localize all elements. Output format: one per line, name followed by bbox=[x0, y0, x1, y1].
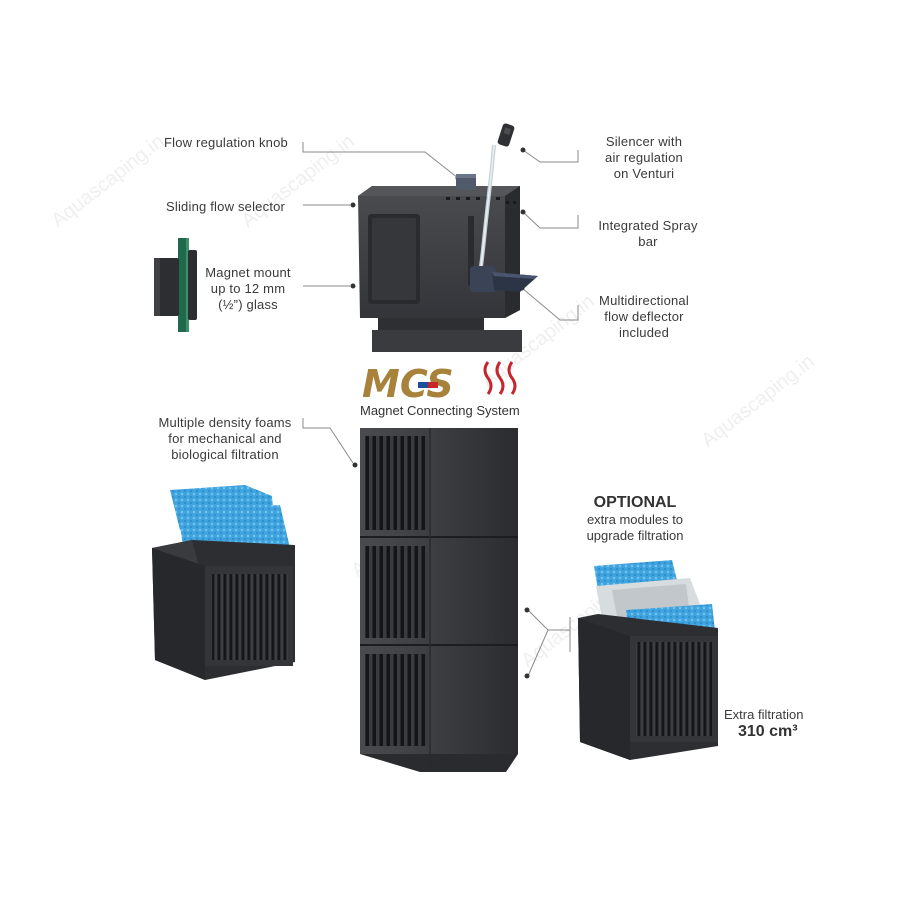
mcs-logo: MCS bbox=[362, 361, 517, 406]
magnet-mount-image bbox=[154, 238, 197, 332]
foam-module-image bbox=[152, 485, 295, 680]
extra-filtration-value: 310 cm³ bbox=[738, 723, 798, 740]
deflector-line-1: Multidirectional bbox=[599, 293, 689, 308]
leader-lines bbox=[302, 142, 579, 677]
filter-column bbox=[360, 428, 518, 772]
pump-head bbox=[358, 123, 538, 352]
deflector-line-2: flow deflector bbox=[604, 309, 684, 324]
silencer-label: Silencer with air regulation on Venturi bbox=[594, 134, 694, 182]
foams-line-1: Multiple density foams bbox=[158, 415, 292, 430]
optional-title: OPTIONAL bbox=[593, 494, 677, 511]
magnet-mount-label: Magnet mount up to 12 mm (½”) glass bbox=[203, 265, 293, 313]
optional-subtitle: extra modules to upgrade filtration bbox=[560, 512, 710, 544]
silencer-line-2: air regulation bbox=[605, 150, 683, 165]
spray-line-2: bar bbox=[638, 234, 658, 249]
optional-module-image bbox=[578, 560, 718, 760]
mcs-caption: Magnet Connecting System bbox=[360, 403, 520, 418]
flow-knob-label: Flow regulation knob bbox=[164, 135, 288, 150]
silencer-line-3: on Venturi bbox=[613, 166, 675, 181]
foams-line-2: for mechanical and bbox=[168, 431, 282, 446]
mcs-logo-text: MCS bbox=[362, 362, 454, 406]
spray-line-1: Integrated Spray bbox=[598, 218, 698, 233]
deflector-label: Multidirectional flow deflector included bbox=[588, 293, 700, 341]
magnet-line-1: Magnet mount bbox=[205, 265, 291, 280]
optional-subtitle-line-1: extra modules to bbox=[586, 512, 684, 527]
magnet-line-3: (½”) glass bbox=[218, 297, 278, 312]
optional-subtitle-line-2: upgrade filtration bbox=[586, 528, 684, 543]
foams-line-3: biological filtration bbox=[171, 447, 279, 462]
extra-filtration-label: Extra filtration bbox=[724, 707, 804, 722]
silencer-line-1: Silencer with bbox=[605, 134, 683, 149]
spray-bar-label: Integrated Spray bar bbox=[588, 218, 708, 250]
sliding-selector-label: Sliding flow selector bbox=[166, 199, 286, 214]
deflector-line-3: included bbox=[618, 325, 670, 340]
magnet-line-2: up to 12 mm bbox=[210, 281, 286, 296]
foams-label: Multiple density foams for mechanical an… bbox=[150, 415, 300, 463]
